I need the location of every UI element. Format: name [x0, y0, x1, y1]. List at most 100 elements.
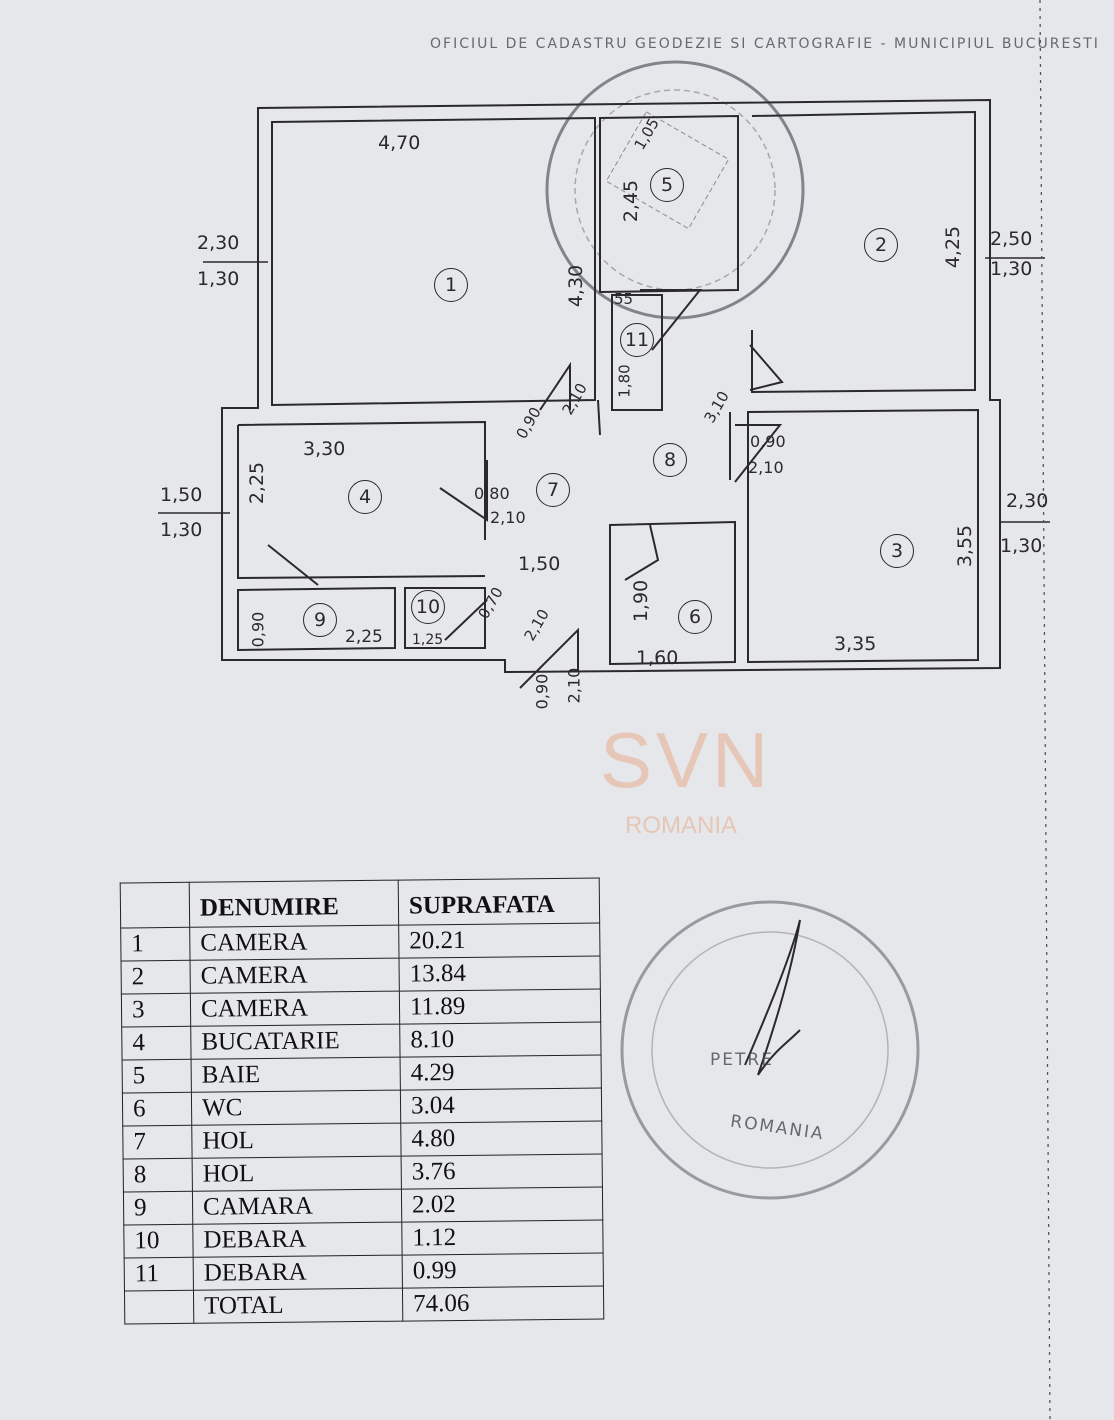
row-area: 3.04: [400, 1087, 602, 1124]
dim-label: 2,10: [564, 667, 584, 704]
col-number: [120, 882, 190, 929]
dim-label: 3,35: [834, 633, 877, 655]
room-9-marker: 9: [303, 603, 337, 637]
row-area: 11.89: [399, 988, 601, 1025]
table-header: DENUMIRE SUPRAFATA: [120, 878, 600, 929]
row-number: 7: [122, 1125, 193, 1160]
room-6-marker: 6: [678, 600, 712, 634]
dim-label: 2,10: [748, 458, 784, 477]
dim-label: 2,10: [490, 508, 526, 527]
stamp-top-icon: [545, 60, 805, 320]
dim-label: 4,30: [565, 264, 588, 308]
dim-label: 1,30: [1000, 535, 1043, 557]
row-name: BUCATARIE: [190, 1024, 401, 1060]
row-area: 1.12: [401, 1219, 604, 1256]
dim-label: 0,80: [474, 484, 510, 503]
room-1-marker: 1: [434, 268, 468, 302]
dim-label: 2,50: [990, 228, 1033, 250]
row-number: 8: [123, 1158, 193, 1193]
row-number: 2: [121, 960, 191, 995]
stamp-bottom-icon: [620, 900, 920, 1200]
room-8-marker: 8: [653, 443, 687, 477]
dim-label: 4,25: [942, 225, 965, 269]
total-label: TOTAL: [193, 1288, 403, 1324]
row-name: CAMARA: [192, 1189, 402, 1225]
dim-label: 0,90: [532, 673, 552, 710]
stamp-name: PETRE: [710, 1050, 774, 1070]
row-area: 0.99: [402, 1252, 604, 1289]
dim-label: 2,45: [620, 179, 643, 223]
room-10-marker: 10: [411, 590, 445, 624]
col-denumire: DENUMIRE: [189, 880, 399, 928]
dim-label: 0,90: [750, 432, 786, 451]
row-area: 3.76: [401, 1153, 603, 1190]
row-number: 5: [122, 1059, 192, 1094]
row-name: BAIE: [191, 1057, 401, 1093]
row-number: 3: [121, 993, 191, 1028]
row-area: 8.10: [399, 1021, 602, 1058]
row-name: DEBARA: [193, 1255, 403, 1291]
dim-label: 0,90: [248, 611, 268, 648]
row-area: 4.29: [400, 1054, 602, 1091]
dim-label: 1,50: [160, 484, 203, 506]
row-name: CAMERA: [189, 925, 400, 961]
dim-label: 1,90: [630, 579, 653, 623]
row-number: 6: [122, 1092, 192, 1127]
row-number: 1: [120, 927, 191, 962]
table-total-row: TOTAL 74.06: [124, 1285, 604, 1324]
row-number: 4: [121, 1026, 192, 1061]
row-area: 20.21: [398, 923, 600, 959]
row-name: CAMERA: [190, 991, 400, 1027]
row-number: 9: [123, 1191, 193, 1226]
row-name: WC: [191, 1090, 401, 1126]
col-suprafata: SUPRAFATA: [398, 878, 600, 926]
row-number: 10: [123, 1224, 194, 1258]
dim-label: 1,25: [412, 632, 444, 648]
total-value: 74.06: [402, 1285, 604, 1322]
dim-label: 2,30: [197, 232, 240, 254]
dim-label: 2,25: [345, 627, 383, 647]
dim-label: 3,55: [954, 524, 977, 568]
row-area: 2.02: [401, 1186, 603, 1223]
dim-label: 1,30: [990, 258, 1033, 280]
dim-label: 1,30: [197, 268, 240, 290]
dim-label: 4,70: [378, 132, 421, 154]
row-area: 4.80: [400, 1120, 603, 1157]
watermark-brand: SVN: [600, 716, 773, 804]
room-7-marker: 7: [536, 473, 570, 507]
row-name: HOL: [192, 1156, 402, 1192]
row-name: CAMERA: [190, 958, 400, 994]
stamp-top-text: OFICIUL DE CADASTRU GEODEZIE SI CARTOGRA…: [430, 36, 1100, 52]
dim-label: 1,50: [518, 553, 561, 575]
signature: [744, 919, 801, 1076]
dim-label: 2,30: [1006, 490, 1049, 512]
room-2-marker: 2: [864, 228, 898, 262]
dim-label: 2,25: [246, 461, 269, 505]
page-fold-line: [1039, 0, 1051, 1420]
dim-label: 55: [614, 290, 634, 308]
room-3-marker: 3: [880, 534, 914, 568]
dim-label: 1,60: [636, 647, 679, 669]
room-5-marker: 5: [650, 168, 684, 202]
room-11-marker: 11: [620, 323, 654, 357]
dim-label: 1,80: [615, 364, 634, 398]
row-area: 13.84: [399, 955, 601, 992]
row-name: HOL: [191, 1123, 402, 1159]
row-number: 11: [124, 1257, 194, 1291]
room-4-marker: 4: [348, 480, 382, 514]
watermark-country: ROMANIA: [625, 812, 738, 839]
dim-label: 3,30: [303, 438, 346, 460]
